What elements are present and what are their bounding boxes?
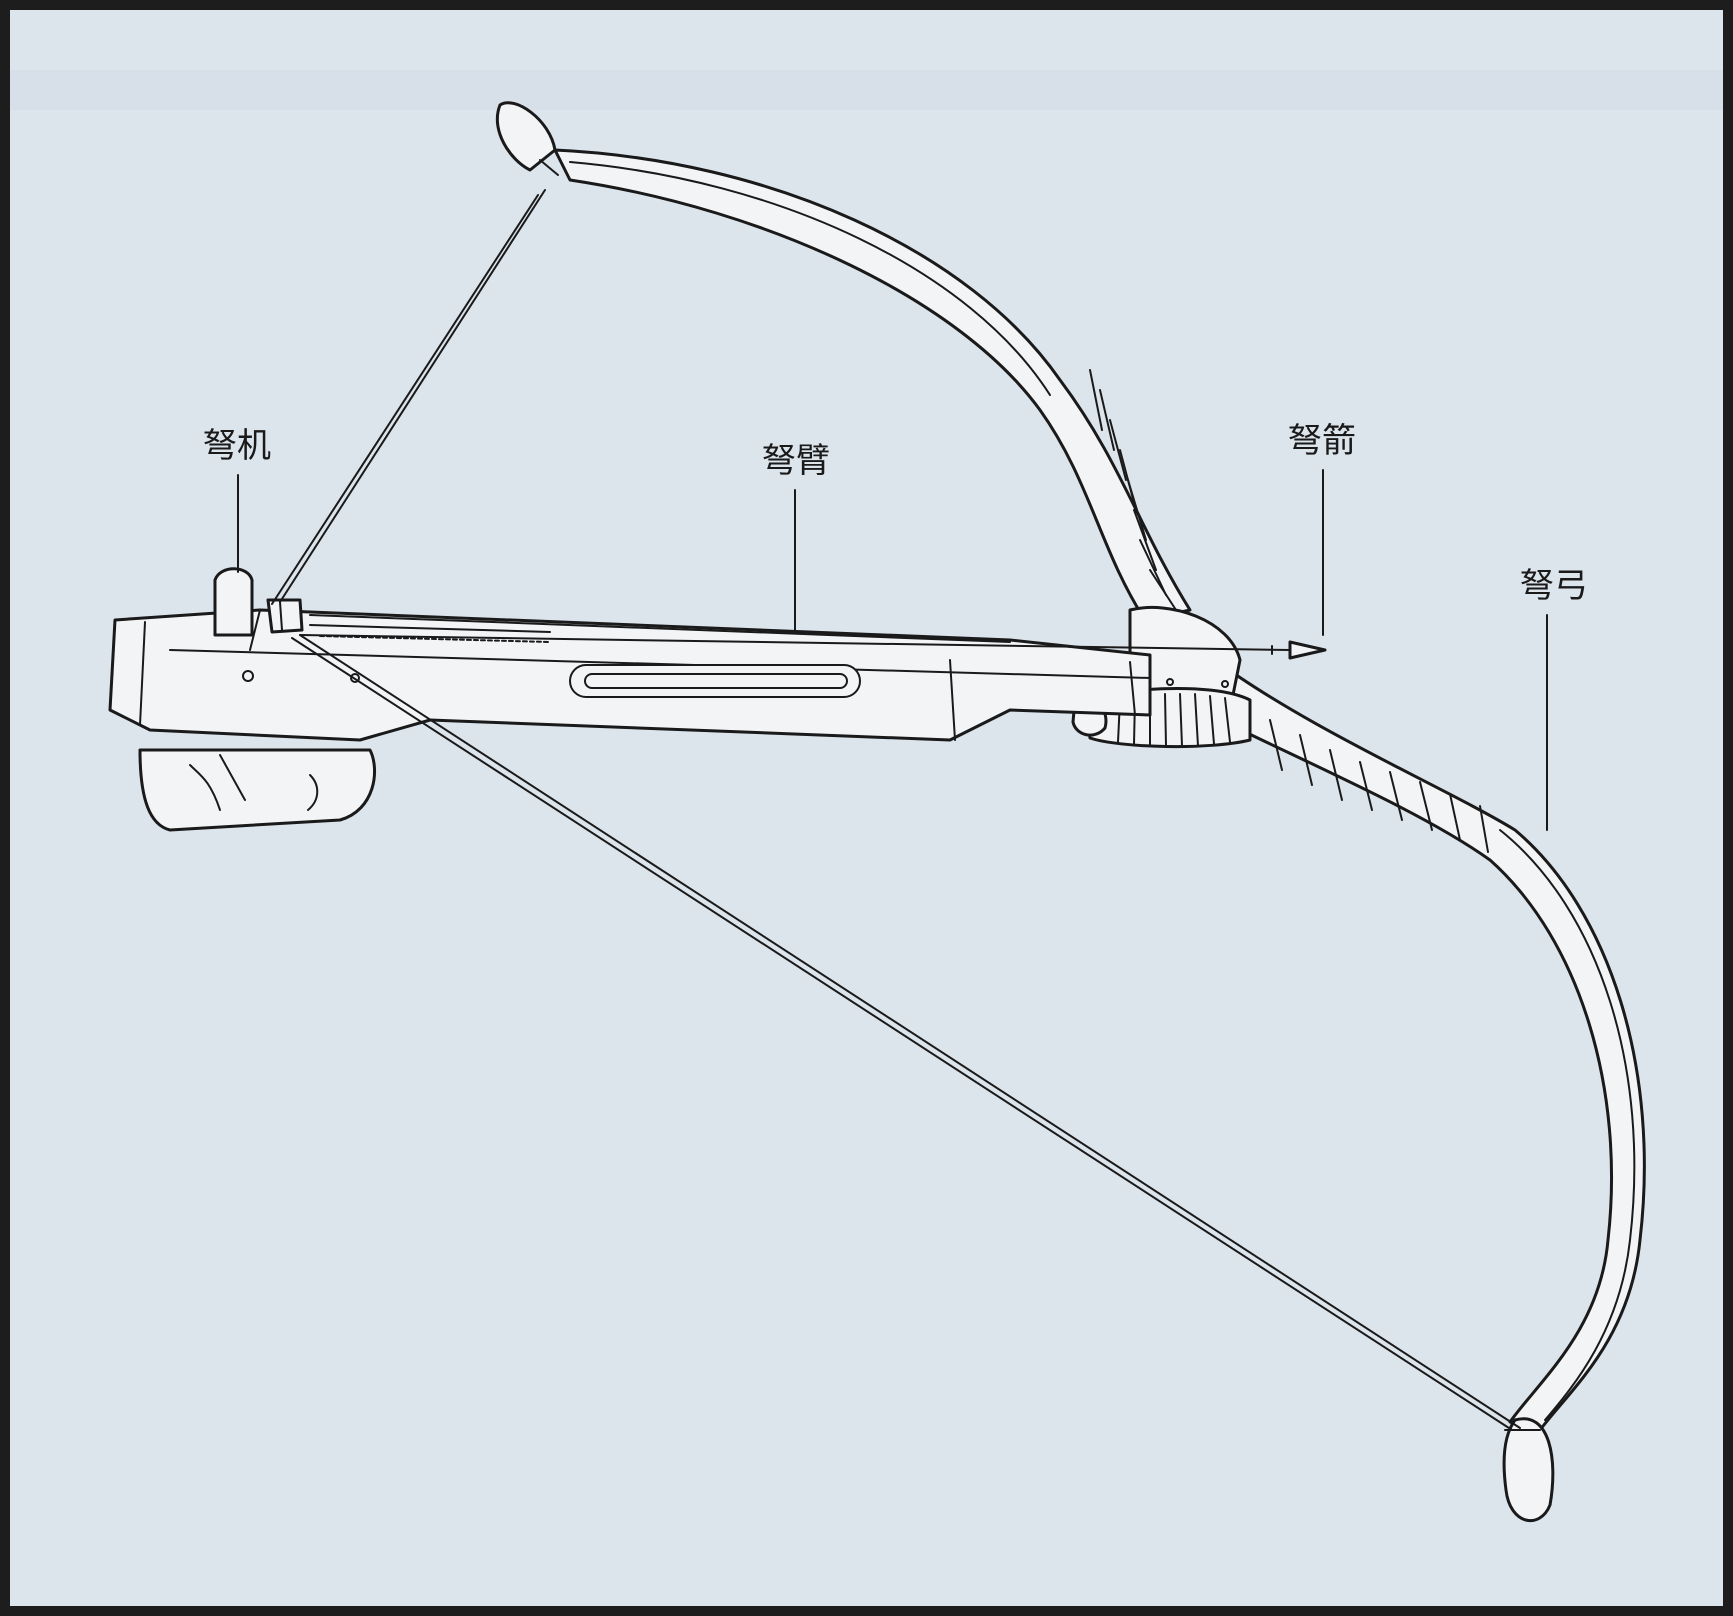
bowstring bbox=[271, 189, 1521, 1431]
crossbow-diagram: 弩机 弩臂 弩箭 弩弓 bbox=[10, 70, 1723, 1523]
background-band bbox=[10, 70, 1723, 110]
lower-bow-limb bbox=[1198, 658, 1646, 1523]
crossbow-stock bbox=[108, 608, 1229, 742]
crossbow-bolt bbox=[299, 634, 1327, 660]
label-arrow: 弩箭 bbox=[1288, 421, 1356, 461]
label-bow: 弩弓 bbox=[1520, 566, 1588, 606]
label-arm: 弩臂 bbox=[762, 441, 830, 481]
diagram-frame: 弩机 弩臂 弩箭 弩弓 bbox=[10, 10, 1723, 1606]
crossbow-butt bbox=[138, 748, 377, 832]
upper-bow-limb bbox=[495, 101, 1192, 622]
trigger-mechanism bbox=[213, 567, 304, 637]
label-trigger: 弩机 bbox=[203, 426, 271, 466]
